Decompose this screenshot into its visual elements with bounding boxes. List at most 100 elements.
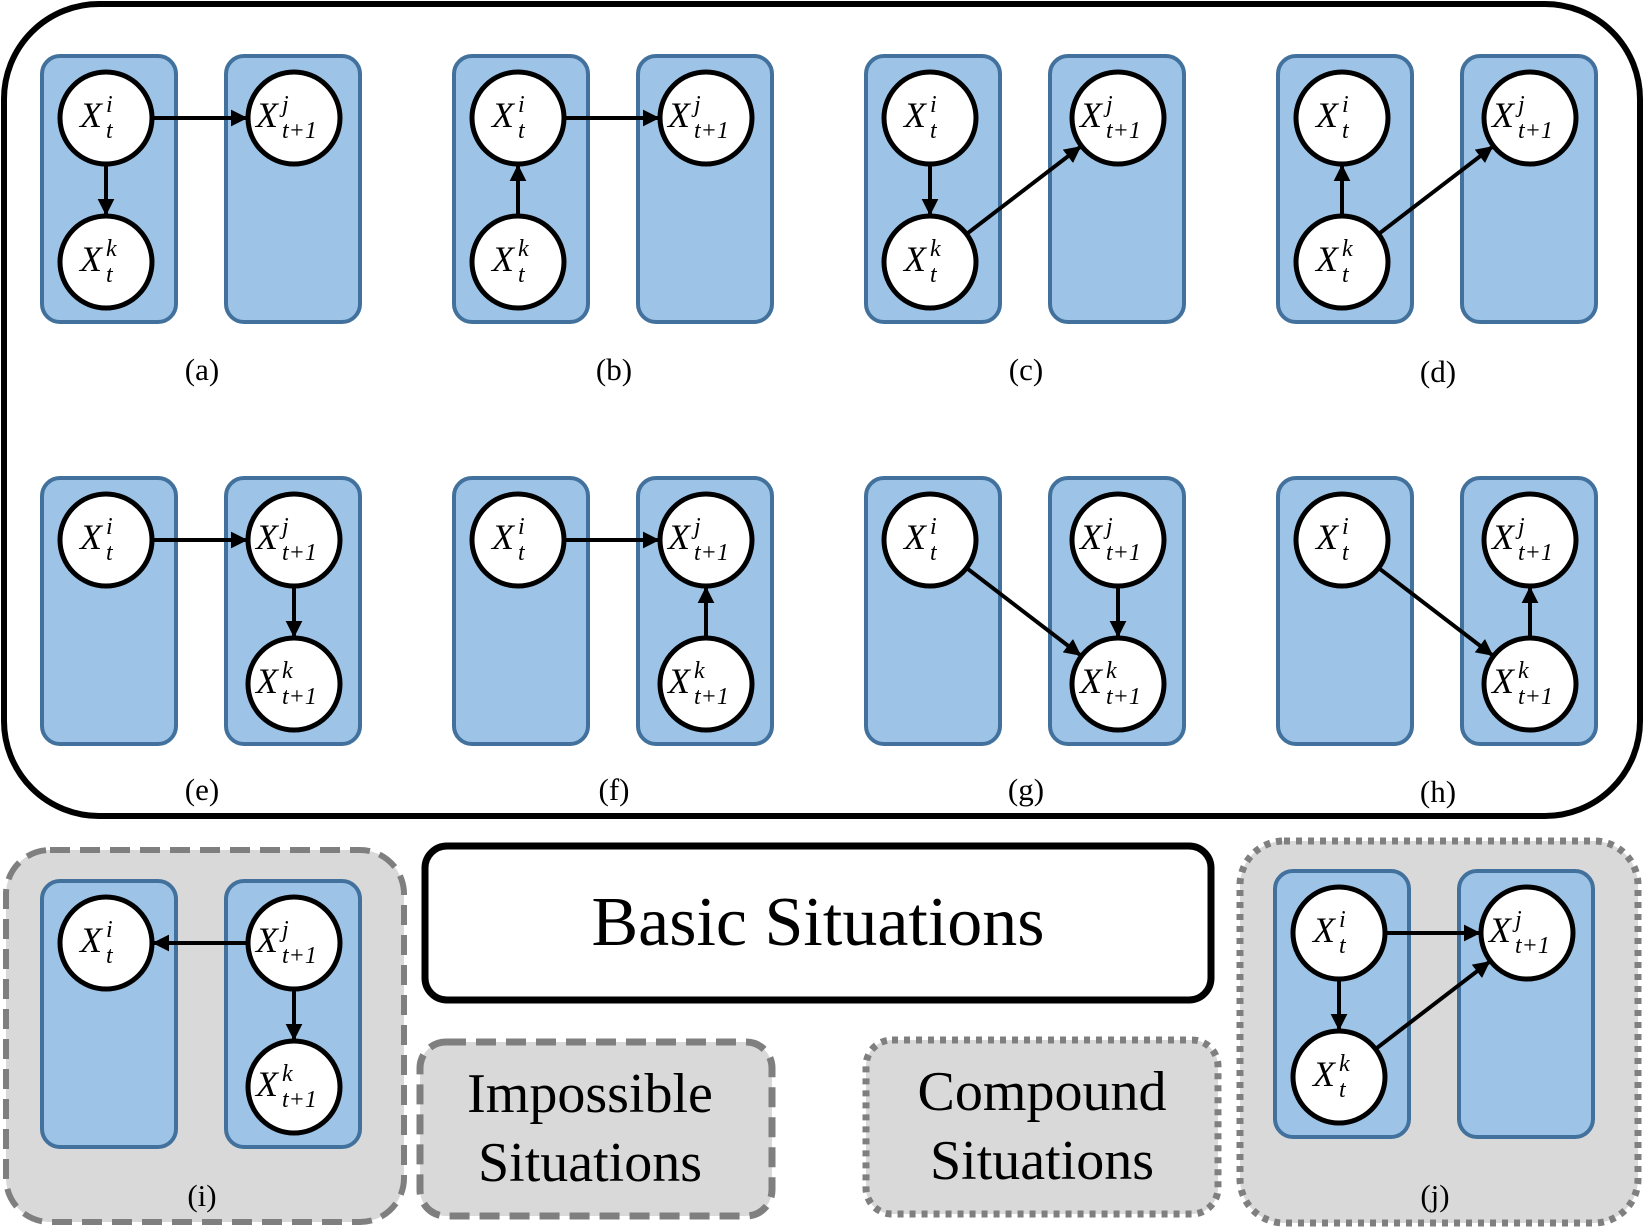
- node-circle: [1293, 491, 1391, 589]
- node-label-subscript: t: [1342, 540, 1350, 566]
- node-label-subscript: t+1: [1106, 118, 1141, 144]
- node-label-base: X: [78, 517, 104, 557]
- panel-caption: (a): [185, 352, 219, 387]
- node-circle: [245, 635, 343, 733]
- node-label-subscript: t: [106, 943, 114, 969]
- node-label-superscript: i: [518, 92, 525, 118]
- basic-situations-frame: [1, 1, 1643, 819]
- node-label-base: X: [1078, 661, 1104, 701]
- node-label-superscript: j: [1515, 92, 1525, 118]
- node-label-subscript: t: [518, 540, 526, 566]
- panel-caption: (c): [1009, 352, 1043, 387]
- node-label-superscript: i: [930, 514, 937, 540]
- node-label-subscript: t: [1339, 933, 1347, 959]
- node-circle: [57, 491, 155, 589]
- node-label-superscript: j: [1103, 92, 1113, 118]
- panel-caption: (h): [1420, 774, 1456, 809]
- node-label-superscript: j: [279, 514, 289, 540]
- node-label-superscript: k: [1518, 658, 1529, 684]
- node-label-subscript: t: [518, 262, 526, 288]
- node-label-subscript: t+1: [282, 540, 317, 566]
- node-label-subscript: t+1: [1518, 540, 1553, 566]
- legend-compound-box: [862, 1036, 1222, 1218]
- node-label-subscript: t: [930, 540, 938, 566]
- node-circle: [1290, 1028, 1388, 1126]
- node-circle: [1069, 69, 1167, 167]
- node-circle: [881, 213, 979, 311]
- node-circle: [469, 213, 567, 311]
- node-label-base: X: [254, 95, 280, 135]
- legend-impossible-box: [416, 1038, 776, 1220]
- node-label-base: X: [1490, 95, 1516, 135]
- node-label-superscript: i: [1342, 514, 1349, 540]
- node-circle: [1481, 635, 1579, 733]
- node-label-base: X: [1078, 95, 1104, 135]
- node-label-subscript: t: [106, 540, 114, 566]
- node-label-subscript: t: [1342, 118, 1350, 144]
- node-label-superscript: k: [1106, 658, 1117, 684]
- legend-impossible-line-1: Impossible: [467, 1063, 713, 1125]
- edge-i_t-to-k_t1: [1377, 566, 1494, 657]
- node-circle: [469, 69, 567, 167]
- node-label-superscript: k: [518, 236, 529, 262]
- node-label-subscript: t: [106, 262, 114, 288]
- node-label-superscript: j: [279, 92, 289, 118]
- node-circle: [469, 491, 567, 589]
- panel-caption: (f): [599, 772, 630, 807]
- node-label-superscript: k: [694, 658, 705, 684]
- node-label-base: X: [1490, 517, 1516, 557]
- node-label-superscript: k: [282, 1061, 293, 1087]
- node-label-base: X: [1487, 910, 1513, 950]
- node-label-subscript: t+1: [1515, 933, 1550, 959]
- edge-k_t-to-j_t1: [1374, 960, 1491, 1051]
- node-label-base: X: [490, 517, 516, 557]
- node-circle: [1069, 491, 1167, 589]
- node-label-subscript: t+1: [1106, 540, 1141, 566]
- panel-caption: (e): [185, 772, 219, 807]
- node-label-superscript: j: [279, 917, 289, 943]
- node-label-base: X: [1314, 95, 1340, 135]
- node-label-superscript: i: [106, 92, 113, 118]
- node-label-subscript: t+1: [282, 684, 317, 710]
- node-label-subscript: t: [930, 118, 938, 144]
- legend-basic-label: Basic Situations: [591, 884, 1044, 961]
- node-circle: [1290, 884, 1388, 982]
- node-label-base: X: [666, 661, 692, 701]
- node-circle: [881, 491, 979, 589]
- node-label-subscript: t+1: [1106, 684, 1141, 710]
- legend-compound-line-2: Situations: [930, 1130, 1154, 1192]
- node-label-base: X: [1078, 517, 1104, 557]
- node-label-base: X: [490, 95, 516, 135]
- node-label-base: X: [1311, 910, 1337, 950]
- node-circle: [245, 894, 343, 992]
- node-label-superscript: i: [518, 514, 525, 540]
- panel-caption: (j): [1420, 1178, 1449, 1213]
- node-circle: [1478, 884, 1576, 982]
- node-label-superscript: k: [282, 658, 293, 684]
- edge-k_t-to-j_t1: [965, 145, 1082, 236]
- node-circle: [245, 1038, 343, 1136]
- node-circle: [1481, 69, 1579, 167]
- node-label-subscript: t+1: [282, 118, 317, 144]
- node-circle: [657, 491, 755, 589]
